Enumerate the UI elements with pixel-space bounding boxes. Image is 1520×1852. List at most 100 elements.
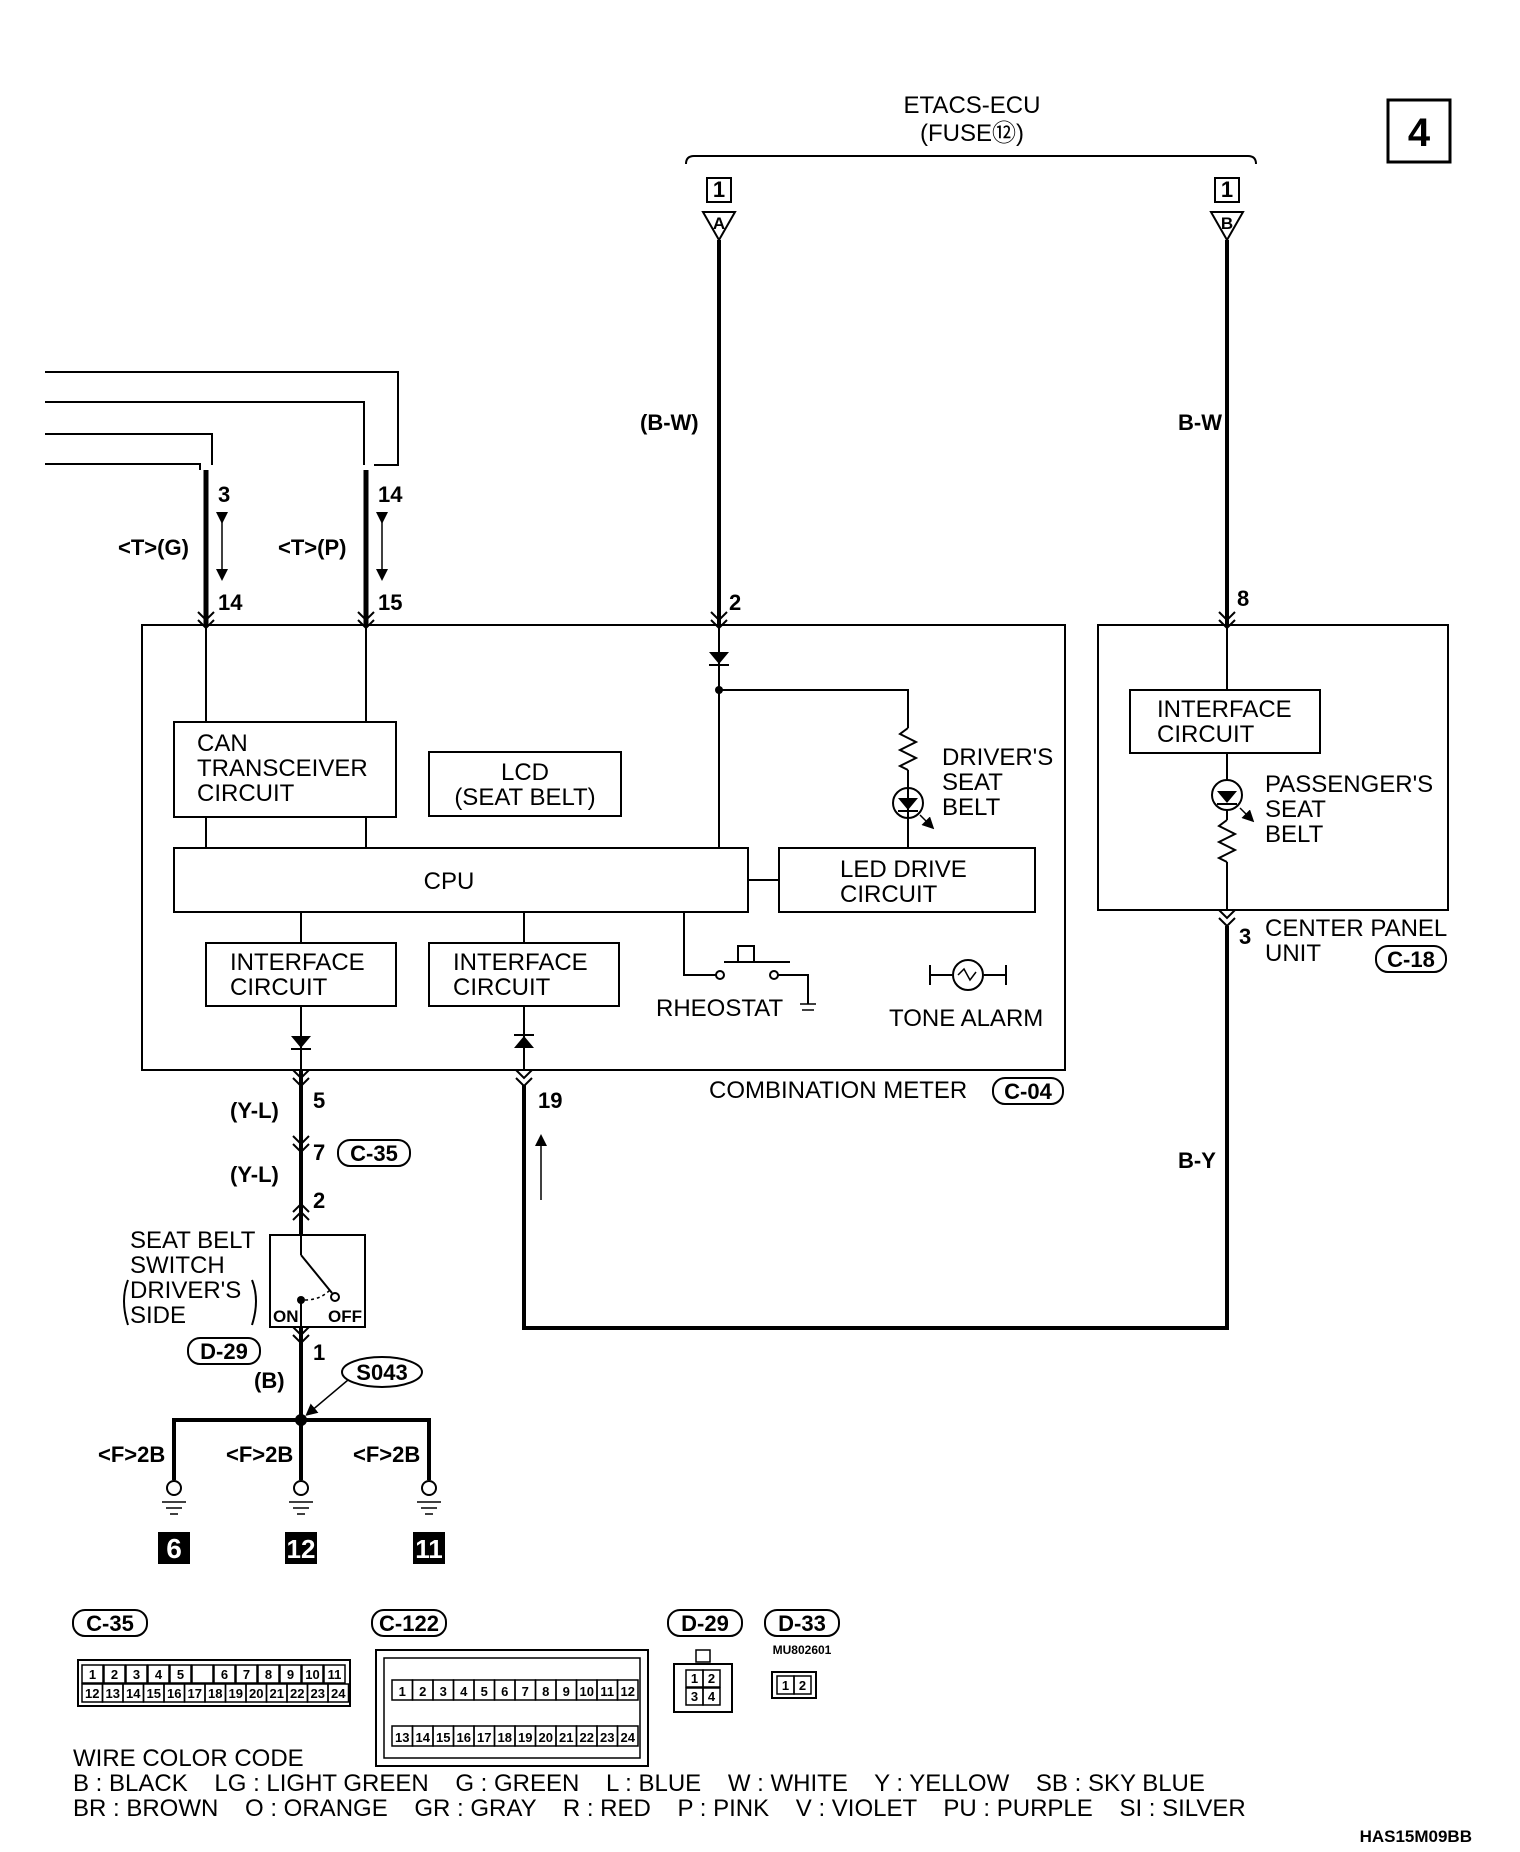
- wire-bw-left-label: (B-W): [640, 410, 699, 435]
- c122-connector-inner: [383, 1657, 641, 1759]
- connector-pin-number: 18: [498, 1730, 512, 1745]
- connector-pin-number: 3: [440, 1684, 447, 1699]
- wire-by-label: B-Y: [1178, 1148, 1216, 1173]
- can-line-2: TRANSCEIVER: [197, 755, 368, 782]
- led-arrow: [1217, 791, 1237, 803]
- c35-connector-body: [77, 1659, 351, 1707]
- connector-pin-cell: [323, 1664, 346, 1684]
- connector-pin-number: 1: [89, 1667, 96, 1682]
- d29-conn-label: D-29: [681, 1611, 729, 1636]
- pin-7: 7: [313, 1140, 325, 1165]
- connector-pin-number: 1: [691, 1671, 698, 1686]
- c35-conn-label: C-35: [86, 1611, 134, 1636]
- d33-connector-body: [771, 1671, 817, 1699]
- pin-2: 2: [729, 590, 741, 615]
- connector-pin-number: 5: [481, 1684, 488, 1699]
- connector-pin-number: 4: [155, 1667, 163, 1682]
- connector-pin-number: 22: [290, 1686, 304, 1701]
- connector-pin-number: 23: [600, 1730, 614, 1745]
- driver-seat-belt-3: BELT: [942, 794, 1001, 821]
- etacs-pin-box-left: [706, 177, 732, 203]
- c122-conn-badge: [371, 1609, 447, 1637]
- ground-3-label: <F>2B: [353, 1442, 420, 1467]
- lcd-box: [428, 751, 622, 817]
- pin-3: 3: [218, 482, 230, 507]
- connector-pin-number: 4: [708, 1689, 716, 1704]
- light-ray: [1239, 807, 1255, 823]
- page-number: 4: [1408, 111, 1431, 155]
- etacs-conn-a: A: [713, 214, 725, 233]
- connector-pin-number: 10: [305, 1667, 319, 1682]
- driver-seat-belt-1: DRIVER'S: [942, 744, 1053, 771]
- connector-pin-number: 12: [85, 1686, 99, 1701]
- connector-pin-number: 2: [419, 1684, 426, 1699]
- wire-internal: [683, 912, 716, 976]
- connector-pin-cell: [213, 1664, 236, 1684]
- tone-alarm-icon: [952, 959, 984, 991]
- wire-color-code-line1: B : BLACK LG : LIGHT GREEN G : GREEN L :…: [73, 1770, 1205, 1797]
- connector-pin-number: 13: [395, 1730, 409, 1745]
- can-bus-wire-4: [45, 463, 201, 470]
- switch-paren-left: [123, 1279, 129, 1326]
- d29-conn-badge: [667, 1609, 743, 1637]
- wire-b-label: (B): [254, 1368, 285, 1393]
- connector-pin-cell: [125, 1664, 148, 1684]
- pin-1: 1: [313, 1340, 325, 1365]
- wire-by: [522, 926, 1229, 1330]
- etacs-bracket: [685, 155, 1257, 165]
- connector-pin-number: 24: [331, 1686, 346, 1701]
- c04-label: C-04: [1004, 1079, 1052, 1104]
- center-panel-name-2: UNIT: [1265, 940, 1321, 967]
- connector-pin-number: 18: [208, 1686, 222, 1701]
- connector-pin-number: 8: [265, 1667, 272, 1682]
- pin-3c: 3: [1239, 924, 1251, 949]
- ground-1-label: <F>2B: [98, 1442, 165, 1467]
- can-g-label: <T>(G): [118, 535, 189, 560]
- c18-label: C-18: [1387, 947, 1435, 972]
- center-panel-name-1: CENTER PANEL: [1265, 915, 1447, 942]
- ground-icon: [162, 1501, 186, 1515]
- conn-chevron: [1218, 909, 1236, 928]
- switch-link: [304, 1289, 331, 1301]
- lcd-line-2: (SEAT BELT): [454, 784, 595, 811]
- connector-pin-number: 21: [270, 1686, 284, 1701]
- wire-internal: [719, 689, 909, 728]
- rheostat-contact: [715, 970, 725, 980]
- etacs-pin-right: 1: [1221, 177, 1233, 202]
- tone-alarm-lead: [984, 965, 1007, 985]
- cp-interface-box: [1129, 689, 1321, 754]
- pin-5: 5: [313, 1088, 325, 1113]
- conn-chevron: [292, 1326, 310, 1345]
- connector-pin-number: 20: [249, 1686, 263, 1701]
- connector-pin-cell: [81, 1664, 104, 1684]
- tone-alarm-label: TONE ALARM: [889, 1005, 1043, 1032]
- ground-3-num-box: [413, 1532, 445, 1564]
- led-driver-icon: [892, 787, 924, 819]
- lcd-line-1: LCD: [501, 759, 549, 786]
- connector-pin-number: 9: [563, 1684, 570, 1699]
- wire-yl-label-2: (Y-L): [230, 1162, 279, 1187]
- etacs-pin-box-right: [1214, 177, 1240, 203]
- connector-pin-number: 22: [580, 1730, 594, 1745]
- pin-8: 8: [1237, 586, 1249, 611]
- connector-pin-number: 2: [799, 1678, 806, 1693]
- splice-label: S043: [356, 1360, 407, 1385]
- rheostat-button-icon: [737, 945, 755, 963]
- passenger-seat-belt-1: PASSENGER'S: [1265, 771, 1433, 798]
- doc-code: HAS15M09BB: [1360, 1827, 1472, 1846]
- seat-belt-switch-box: [269, 1234, 366, 1328]
- pin-14b: 14: [218, 590, 243, 615]
- connector-pin-number: 3: [691, 1689, 698, 1704]
- connector-pin-cell: [235, 1664, 258, 1684]
- tone-alarm-lead: [929, 965, 952, 985]
- d29-latch: [695, 1649, 711, 1663]
- connector-pin-number: 14: [126, 1686, 141, 1701]
- etacs-conn-right: [1209, 211, 1245, 243]
- iface2-line-1: INTERFACE: [453, 949, 588, 976]
- pin-2b: 2: [313, 1188, 325, 1213]
- connector-pin-cell: [103, 1664, 126, 1684]
- connector-pin-number: 14: [416, 1730, 431, 1745]
- etacs-fuse: (FUSE⑫): [920, 120, 1024, 147]
- ground-1-num: 6: [166, 1533, 182, 1564]
- ground-terminal-icon: [166, 1480, 182, 1496]
